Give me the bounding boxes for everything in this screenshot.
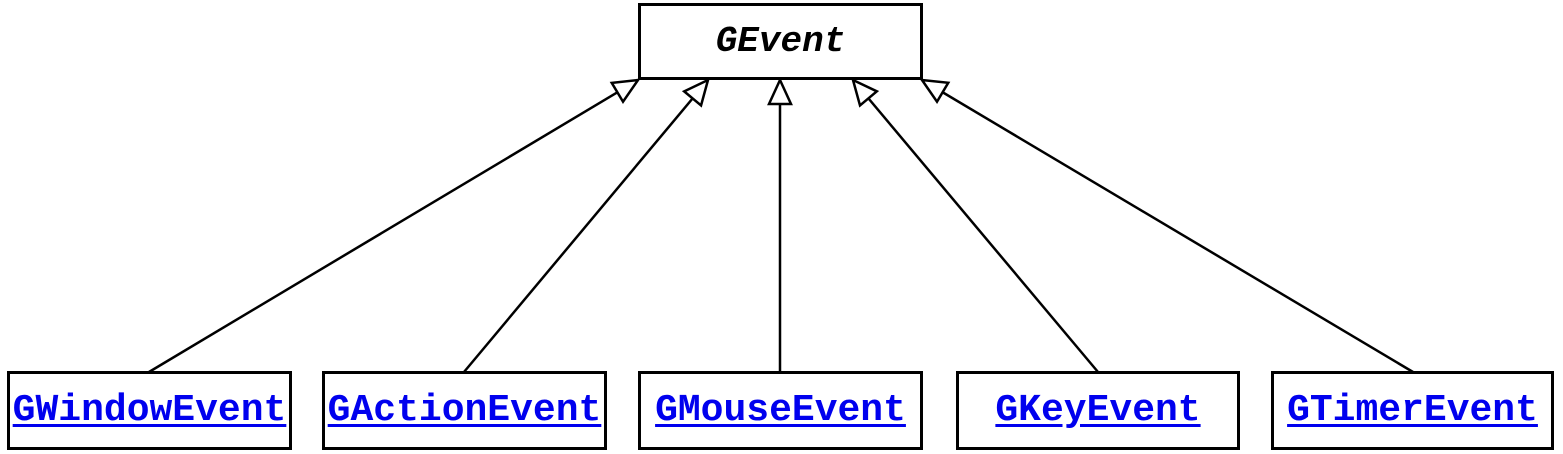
class-box-gwindowevent[interactable]: GWindowEvent [7,371,292,450]
class-box-gactionevent[interactable]: GActionEvent [322,371,607,450]
class-box-gevent: GEvent [638,3,923,80]
class-link-gtimerevent[interactable]: GTimerEvent [1287,389,1538,432]
class-box-gkeyevent[interactable]: GKeyEvent [956,371,1240,450]
inheritance-edge-gactionevent [463,77,710,373]
class-link-gactionevent[interactable]: GActionEvent [327,389,602,432]
class-link-gwindowevent[interactable]: GWindowEvent [12,389,287,432]
inheritance-edge-gtimerevent [919,78,1414,374]
inheritance-edge-gkeyevent [851,77,1099,373]
class-link-gmouseevent[interactable]: GMouseEvent [655,389,906,432]
class-link-gkeyevent[interactable]: GKeyEvent [995,389,1201,432]
class-box-gmouseevent[interactable]: GMouseEvent [638,371,923,450]
inheritance-edge-gwindowevent [148,78,641,374]
class-label-gevent: GEvent [715,21,846,62]
class-box-gtimerevent[interactable]: GTimerEvent [1271,371,1554,450]
